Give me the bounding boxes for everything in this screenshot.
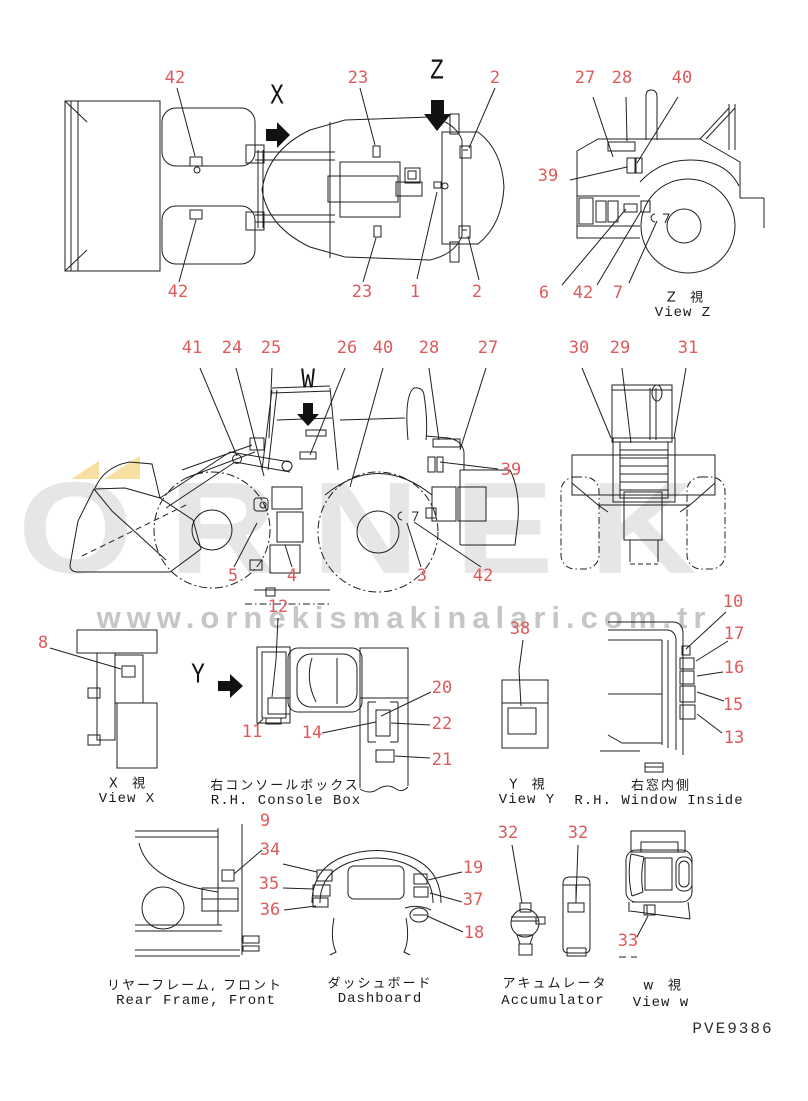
callout-23-b: 23 <box>351 282 373 302</box>
callout-21: 21 <box>431 750 453 770</box>
callout-28-b: 28 <box>418 338 440 358</box>
callout-39-a: 39 <box>537 166 559 186</box>
rear-frame-drawing <box>135 824 263 957</box>
caption-view-y-jp: Y 視 <box>509 777 547 793</box>
part-number: PVE9386 <box>692 1020 774 1038</box>
view-z-drawing <box>561 89 765 286</box>
callout-36: 36 <box>259 900 281 920</box>
rear-view-drawing <box>560 367 726 570</box>
callout-16: 16 <box>723 658 745 678</box>
callout-39-b: 39 <box>500 460 522 480</box>
callout-24: 24 <box>221 338 243 358</box>
caption-accumulator-jp: アキュムレータ <box>502 976 608 992</box>
callout-35: 35 <box>258 874 280 894</box>
view-x-drawing <box>49 629 158 769</box>
caption-console-jp: 右コンソールボックス <box>210 778 360 794</box>
callout-2-b: 2 <box>471 282 483 302</box>
callout-27-b: 27 <box>477 338 499 358</box>
dashboard-drawing <box>282 850 464 956</box>
callout-32-a: 32 <box>497 823 519 843</box>
callout-40-a: 40 <box>671 68 693 88</box>
callout-5: 5 <box>227 566 239 586</box>
caption-dashboard-en: Dashboard <box>337 991 423 1007</box>
callout-31: 31 <box>677 338 699 358</box>
caption-view-z-jp: Z 視 <box>666 290 706 306</box>
caption-rear-frame-en: Rear Frame, Front <box>116 993 276 1009</box>
callout-2-a: 2 <box>489 68 501 88</box>
caption-view-w-jp: w 視 <box>643 978 683 994</box>
callout-15: 15 <box>722 695 744 715</box>
caption-console-en: R.H. Console Box <box>210 793 362 809</box>
caption-view-x-jp: X 視 <box>108 776 148 792</box>
callout-18: 18 <box>463 923 485 943</box>
window-inside-drawing <box>600 611 729 773</box>
callout-27-a: 27 <box>574 68 596 88</box>
view-marker-y: Y <box>191 660 205 692</box>
accumulator-drawing <box>510 844 591 957</box>
caption-view-x-en: View X <box>98 791 156 807</box>
callout-29: 29 <box>609 338 631 358</box>
callout-17: 17 <box>723 624 745 644</box>
watermark-triangle-icon <box>71 461 99 479</box>
callout-42-c: 42 <box>572 283 594 303</box>
view-marker-z: Z <box>430 56 444 88</box>
callout-28-a: 28 <box>611 68 633 88</box>
callout-14: 14 <box>301 723 323 743</box>
callout-10: 10 <box>722 592 744 612</box>
view-marker-w: W <box>301 365 315 397</box>
view-w-drawing <box>619 830 693 958</box>
callout-22: 22 <box>431 714 453 734</box>
caption-view-y-en: View Y <box>498 792 556 808</box>
watermark-url: www.ornekismakinalari.com.tr <box>96 600 712 635</box>
top-view-drawing <box>64 87 505 283</box>
callout-32-b: 32 <box>567 823 589 843</box>
callout-9: 9 <box>259 811 271 831</box>
callout-23-a: 23 <box>347 68 369 88</box>
callout-4: 4 <box>286 566 298 586</box>
callout-42-a: 42 <box>164 68 186 88</box>
caption-view-z-en: View Z <box>654 305 712 321</box>
callout-12: 12 <box>267 597 289 617</box>
callout-7: 7 <box>612 283 624 303</box>
caption-window-en: R.H. Window Inside <box>574 793 744 809</box>
callout-26: 26 <box>336 338 358 358</box>
side-view-drawing <box>69 367 519 605</box>
callout-6: 6 <box>538 283 550 303</box>
caption-window-jp: 右窓内側 <box>630 778 692 794</box>
callout-20: 20 <box>431 678 453 698</box>
callout-1: 1 <box>409 282 421 302</box>
callout-30: 30 <box>568 338 590 358</box>
callout-8: 8 <box>37 633 49 653</box>
caption-view-w-en: View w <box>632 995 690 1011</box>
callout-3: 3 <box>416 566 428 586</box>
caption-dashboard-jp: ダッシュボード <box>327 976 433 992</box>
caption-accumulator-en: Accumulator <box>501 993 605 1009</box>
callout-38: 38 <box>509 619 531 639</box>
callout-33: 33 <box>617 931 639 951</box>
callout-40-b: 40 <box>372 338 394 358</box>
callout-34: 34 <box>259 840 281 860</box>
callout-19: 19 <box>462 858 484 878</box>
console-box-drawing <box>218 617 432 793</box>
callout-25: 25 <box>260 338 282 358</box>
callout-11: 11 <box>241 722 263 742</box>
callout-42-b: 42 <box>167 282 189 302</box>
view-marker-x: X <box>270 81 284 113</box>
callout-41: 41 <box>181 338 203 358</box>
callout-37: 37 <box>462 890 484 910</box>
view-y-drawing <box>501 639 549 749</box>
callout-42-d: 42 <box>472 566 494 586</box>
caption-rear-frame-jp: リヤーフレーム, フロント <box>106 978 284 994</box>
callout-13: 13 <box>723 728 745 748</box>
